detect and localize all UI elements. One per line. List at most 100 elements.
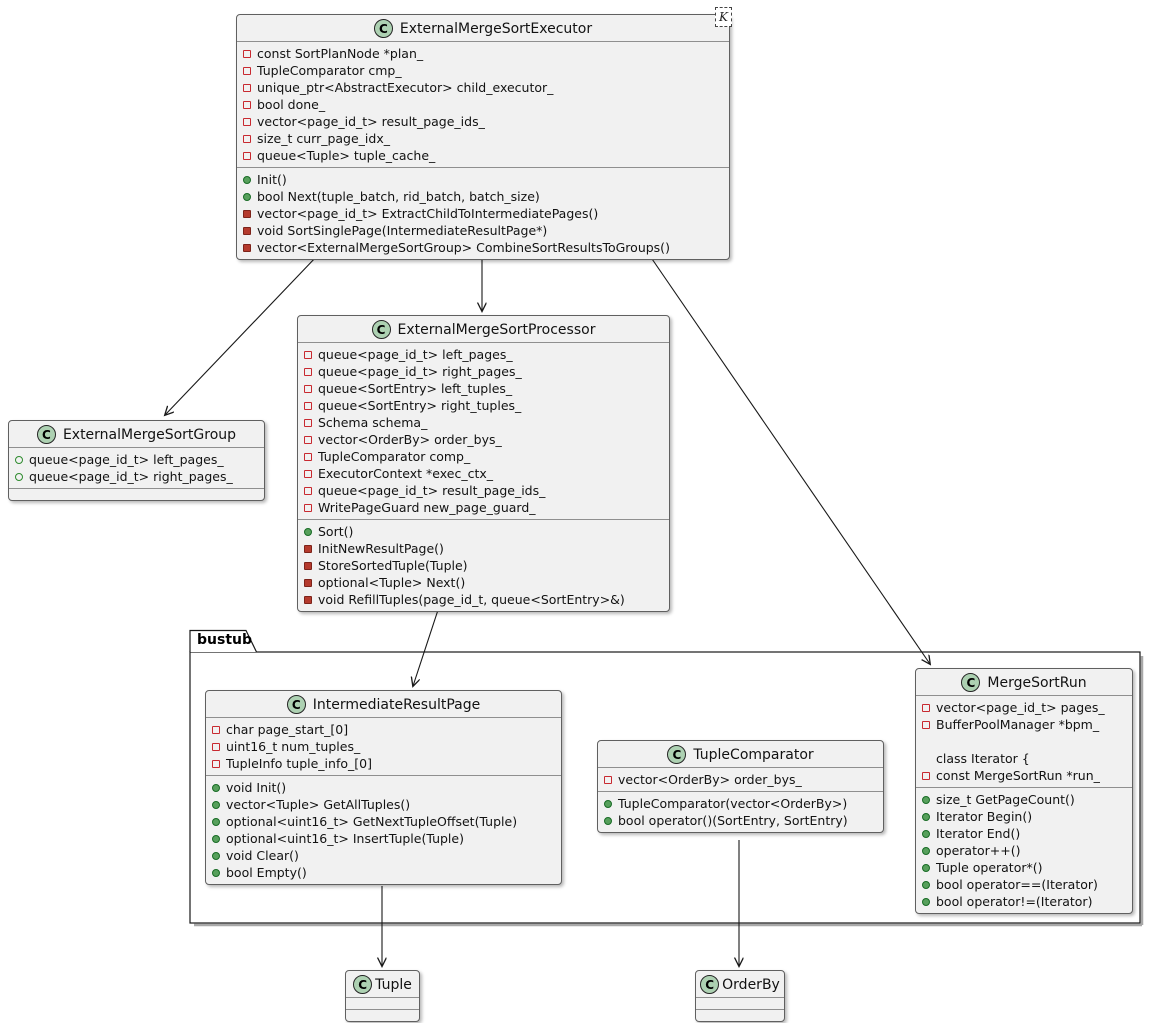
member-row: queue<Tuple> tuple_cache_ — [237, 147, 729, 164]
public-method-icon — [212, 835, 220, 843]
member-row: bool operator==(Iterator) — [916, 876, 1132, 893]
member-text: queue<page_id_t> left_pages_ — [318, 347, 513, 362]
member-text: WritePageGuard new_page_guard_ — [318, 500, 536, 515]
member-row: vector<page_id_t> pages_ — [916, 699, 1132, 716]
member-text: const SortPlanNode *plan_ — [257, 46, 424, 61]
member-row: Iterator End() — [916, 825, 1132, 842]
member-row: vector<Tuple> GetAllTuples() — [206, 796, 561, 813]
member-text: TupleComparator(vector<OrderBy>) — [618, 796, 848, 811]
private-field-icon — [243, 84, 251, 92]
edge-executor-to-mergesortrun — [649, 255, 930, 664]
class-external-merge-sort-group: C ExternalMergeSortGroup queue<page_id_t… — [8, 420, 265, 501]
class-c-icon: C — [286, 695, 306, 714]
class-name: MergeSortRun — [987, 674, 1087, 691]
member-text: InitNewResultPage() — [318, 541, 444, 556]
fields-compartment — [346, 997, 419, 1009]
member-row: StoreSortedTuple(Tuple) — [298, 557, 669, 574]
member-text: bool Empty() — [226, 865, 307, 880]
member-row: size_t GetPageCount() — [916, 791, 1132, 808]
fields-compartment: vector<OrderBy> order_bys_ — [598, 767, 883, 791]
public-method-icon — [922, 813, 930, 821]
member-row: vector<page_id_t> result_page_ids_ — [237, 113, 729, 130]
class-name: TupleComparator — [693, 746, 814, 763]
member-text: vector<Tuple> GetAllTuples() — [226, 797, 411, 812]
class-intermediate-result-page: C IntermediateResultPage char page_start… — [205, 690, 562, 885]
private-field-icon — [922, 704, 930, 712]
member-row: optional<uint16_t> GetNextTupleOffset(Tu… — [206, 813, 561, 830]
class-header: C IntermediateResultPage — [206, 691, 561, 717]
class-external-merge-sort-processor: C ExternalMergeSortProcessor queue<page_… — [297, 315, 670, 612]
member-text: vector<page_id_t> ExtractChildToIntermed… — [257, 206, 599, 221]
member-row: TupleInfo tuple_info_[0] — [206, 755, 561, 772]
private-method-icon — [243, 227, 251, 235]
member-row: void Init() — [206, 779, 561, 796]
member-text: size_t curr_page_idx_ — [257, 131, 390, 146]
member-row — [916, 733, 1132, 750]
member-text: char page_start_[0] — [226, 722, 349, 737]
member-row: const SortPlanNode *plan_ — [237, 45, 729, 62]
class-c-icon: C — [700, 975, 720, 994]
fields-compartment: char page_start_[0] uint16_t num_tuples_T… — [206, 717, 561, 775]
member-text: vector<page_id_t> result_page_ids_ — [257, 114, 485, 129]
member-row: size_t curr_page_idx_ — [237, 130, 729, 147]
member-row: Sort() — [298, 523, 669, 540]
private-field-icon — [304, 351, 312, 359]
class-header: C Tuple — [346, 971, 419, 997]
private-field-icon — [304, 402, 312, 410]
member-row: bool operator!=(Iterator) — [916, 893, 1132, 910]
member-text: TupleComparator comp_ — [318, 449, 471, 464]
methods-compartment: Init()bool Next(tuple_batch, rid_batch, … — [237, 167, 729, 259]
member-row: void Clear() — [206, 847, 561, 864]
public-method-icon — [922, 796, 930, 804]
member-row: InitNewResultPage() — [298, 540, 669, 557]
private-field-icon — [304, 453, 312, 461]
member-text: uint16_t num_tuples_ — [226, 739, 361, 754]
private-field-icon — [304, 436, 312, 444]
methods-compartment — [346, 1009, 419, 1021]
member-row: optional<Tuple> Next() — [298, 574, 669, 591]
member-text: TupleComparator cmp_ — [257, 63, 402, 78]
member-row: ExecutorContext *exec_ctx_ — [298, 465, 669, 482]
member-text: optional<Tuple> Next() — [318, 575, 466, 590]
package-shadow — [194, 656, 1144, 927]
member-row: BufferPoolManager *bpm_ — [916, 716, 1132, 733]
member-row: uint16_t num_tuples_ — [206, 738, 561, 755]
member-text: unique_ptr<AbstractExecutor> child_execu… — [257, 80, 554, 95]
member-row: optional<uint16_t> InsertTuple(Tuple) — [206, 830, 561, 847]
public-method-icon — [922, 830, 930, 838]
member-row: TupleComparator comp_ — [298, 448, 669, 465]
member-text: StoreSortedTuple(Tuple) — [318, 558, 468, 573]
member-text: vector<OrderBy> order_bys_ — [318, 432, 502, 447]
member-text: bool Next(tuple_batch, rid_batch, batch_… — [257, 189, 540, 204]
member-row: operator++() — [916, 842, 1132, 859]
private-field-icon — [304, 419, 312, 427]
private-field-icon — [212, 760, 220, 768]
private-field-icon — [922, 721, 930, 729]
public-method-icon — [304, 528, 312, 536]
private-field-icon — [243, 118, 251, 126]
class-header: C ExternalMergeSortGroup — [9, 421, 264, 447]
public-method-icon — [212, 852, 220, 860]
private-method-icon — [243, 210, 251, 218]
member-text: BufferPoolManager *bpm_ — [936, 717, 1100, 732]
private-field-icon — [243, 50, 251, 58]
public-field-icon — [15, 473, 23, 481]
public-method-icon — [212, 801, 220, 809]
member-text: void Clear() — [226, 848, 299, 863]
private-field-icon — [243, 67, 251, 75]
edge-processor-to-intermediateresultpage — [413, 609, 439, 686]
member-row: queue<page_id_t> result_page_ids_ — [298, 482, 669, 499]
member-text: optional<uint16_t> GetNextTupleOffset(Tu… — [226, 814, 518, 829]
edge-executor-to-group — [165, 255, 318, 415]
member-text: size_t GetPageCount() — [936, 792, 1075, 807]
member-text: void RefillTuples(page_id_t, queue<SortE… — [318, 592, 625, 607]
member-row: void SortSinglePage(IntermediateResultPa… — [237, 222, 729, 239]
member-row: bool Next(tuple_batch, rid_batch, batch_… — [237, 188, 729, 205]
member-row: class Iterator { — [916, 750, 1132, 767]
member-text: bool operator!=(Iterator) — [936, 894, 1093, 909]
class-name: ExternalMergeSortExecutor — [399, 20, 593, 37]
private-field-icon — [243, 101, 251, 109]
class-name: Tuple — [375, 976, 412, 993]
public-method-icon — [604, 800, 612, 808]
